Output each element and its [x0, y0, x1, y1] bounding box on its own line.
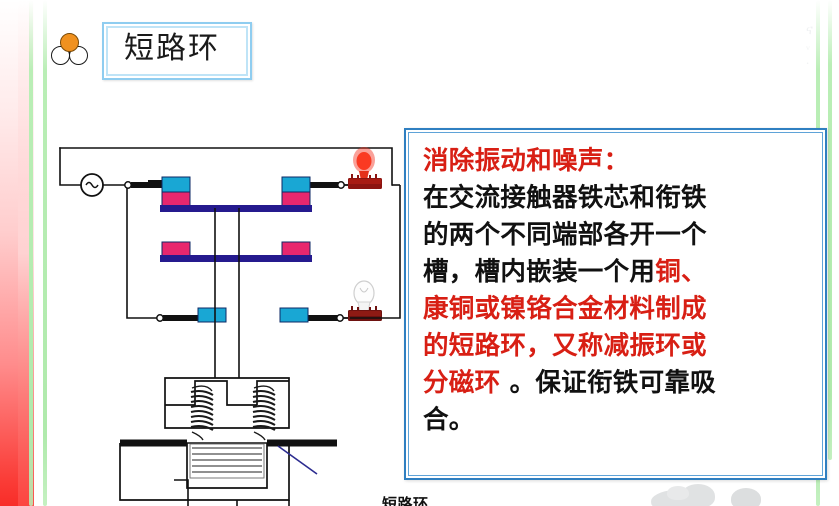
- top-supply-wire: [59, 147, 393, 186]
- explanation-panel-inner: 消除振动和噪声： 在交流接触器铁芯和衔铁的两个不同端部各开一个槽，槽内嵌装一个用…: [408, 132, 823, 476]
- iron-core-lower: [119, 443, 290, 501]
- explanation-segment: 在交流接触器铁芯和衔铁: [423, 183, 707, 213]
- explanation-line: 康铜或镍铬合金材料制成: [423, 291, 812, 328]
- moving-cross-bars: [160, 205, 312, 262]
- page-title: 短路环: [124, 31, 220, 66]
- explanation-line: 分磁环 。保证衔铁可靠吸: [423, 365, 812, 402]
- explanation-segment: 。保证衔铁可靠吸: [500, 368, 716, 398]
- trefoil-clover-icon: [50, 33, 88, 69]
- slide-title-row: 短路环: [50, 22, 252, 80]
- explanation-line: 槽，槽内嵌装一个用铜、: [423, 254, 812, 291]
- explanation-line: 的两个不同端部各开一个: [423, 217, 812, 254]
- contact-top-left: [124, 180, 164, 189]
- bottom-right-watermark: [647, 468, 777, 506]
- ac-source-symbol-top: [80, 173, 104, 197]
- contactor-circuit-diagram: 短路环: [52, 138, 428, 506]
- lamp-unlit-white: [348, 280, 382, 321]
- contact-top-right: [308, 181, 352, 189]
- explanation-line: 的短路环，又称减振环或: [423, 328, 812, 365]
- explanation-heading: 消除振动和噪声：: [423, 146, 630, 176]
- explanation-segment: 的短路环，又称减振环或: [423, 331, 707, 361]
- short-circuit-ring: [192, 447, 262, 473]
- explanation-segment: 铜、: [655, 257, 707, 287]
- explanation-text: 消除振动和噪声： 在交流接触器铁芯和衔铁的两个不同端部各开一个槽，槽内嵌装一个用…: [423, 143, 812, 439]
- green-vertical-line-right-outer: [828, 0, 832, 460]
- explanation-segment: 康铜或镍铬合金材料制成: [423, 294, 707, 324]
- title-box-inner: 短路环: [106, 26, 248, 76]
- green-vertical-line-left-inner: [43, 0, 47, 506]
- callout-label-short-circuit-ring: 短路环: [382, 495, 429, 506]
- contact-bottom-left: [156, 314, 200, 322]
- solenoid-coil-right: [252, 385, 276, 441]
- explanation-line: 在交流接触器铁芯和衔铁: [423, 180, 812, 217]
- explanation-panel: 消除振动和噪声： 在交流接触器铁芯和衔铁的两个不同端部各开一个槽，槽内嵌装一个用…: [404, 128, 827, 480]
- title-box: 短路环: [102, 22, 252, 80]
- explanation-lines: 在交流接触器铁芯和衔铁的两个不同端部各开一个槽，槽内嵌装一个用铜、康铜或镍铬合金…: [423, 180, 812, 439]
- callout-leader-line: [277, 445, 318, 475]
- explanation-line: 合。: [423, 402, 812, 439]
- explanation-segment: 合。: [423, 405, 475, 435]
- green-vertical-line-left-outer: [29, 0, 33, 506]
- explanation-segment: 槽，槽内嵌装一个用: [423, 257, 656, 287]
- explanation-segment: 分磁环: [423, 368, 501, 398]
- lamp-lit-red: [348, 147, 382, 189]
- explanation-segment: 的两个不同端部各开一个: [423, 220, 707, 250]
- solenoid-coil-left: [190, 385, 214, 441]
- contact-blocks: [161, 176, 311, 323]
- contact-bottom-right: [304, 314, 350, 322]
